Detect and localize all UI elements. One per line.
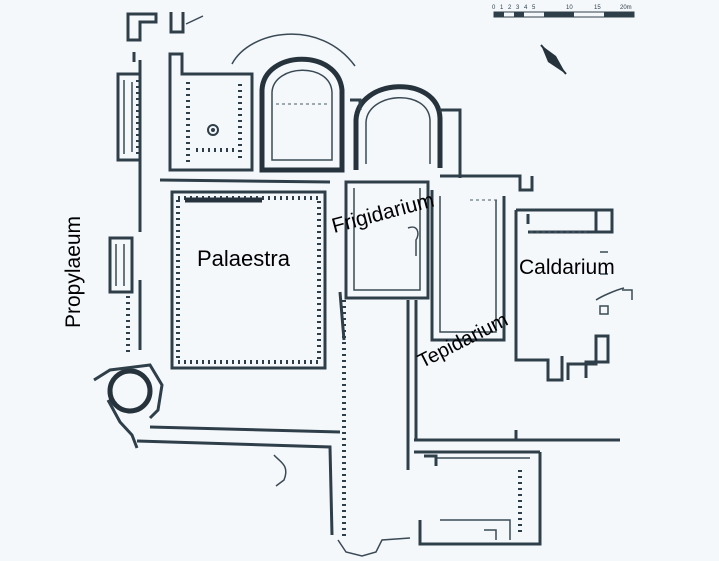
- scale-tick-2: 2: [508, 5, 512, 11]
- south-east-wing: [414, 430, 620, 546]
- label-caldarium: Caldarium: [519, 256, 615, 279]
- label-palaestra: Palaestra: [197, 246, 290, 271]
- north-colonnade-room: [168, 52, 254, 172]
- scale-tick-15: 15: [594, 5, 601, 11]
- apse-room-1: [231, 33, 356, 173]
- label-propylaeum: Propylaeum: [62, 215, 85, 328]
- scale-tick-20m: 20m: [620, 5, 632, 11]
- scale-bar: [493, 11, 635, 18]
- central-corridor: [337, 300, 418, 557]
- north-arrow-icon: [540, 44, 567, 75]
- scale-tick-5: 5: [532, 5, 536, 11]
- tepidarium-block: [430, 174, 534, 342]
- scale-tick-3: 3: [516, 5, 520, 11]
- scale-tick-4: 4: [524, 5, 528, 11]
- scale-tick-10: 10: [566, 5, 573, 11]
- caldarium-block: [514, 208, 633, 382]
- palaestra-court: [159, 178, 331, 370]
- round-building: [93, 363, 164, 449]
- scale-tick-0: 0: [492, 5, 496, 11]
- scale-tick-1: 1: [500, 5, 504, 11]
- propylaeum-wing: [108, 60, 142, 355]
- top-left-fragments: [126, 12, 204, 62]
- apse-room-2: [350, 84, 462, 178]
- south-corridor: [136, 425, 341, 536]
